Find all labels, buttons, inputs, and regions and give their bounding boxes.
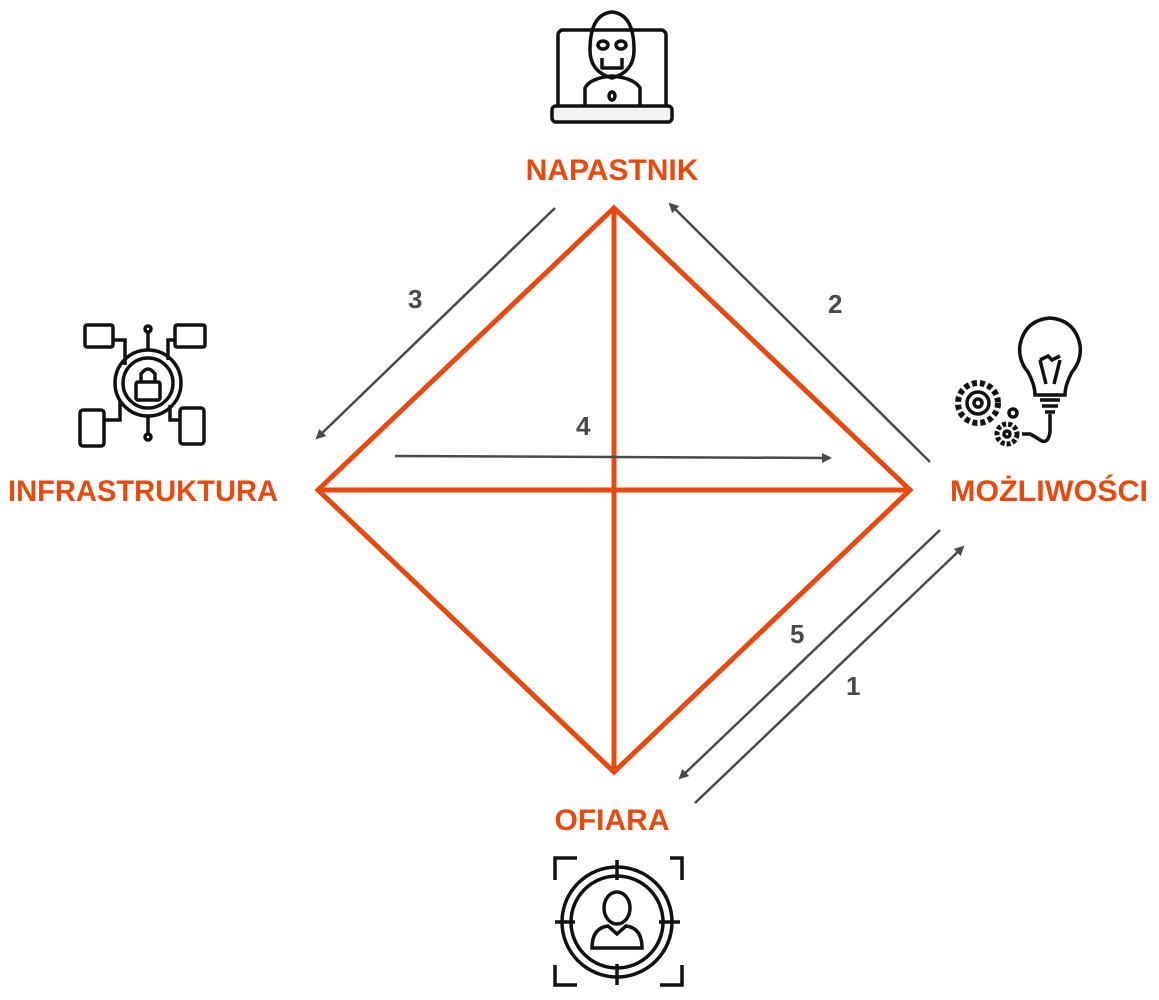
arrow-label-3: 3 — [408, 284, 422, 314]
arrow-label-5: 5 — [790, 619, 804, 649]
arrow-5 — [678, 529, 941, 780]
arrow-label-1: 1 — [846, 671, 860, 701]
label-infrastruktura: INFRASTRUKTURA — [8, 475, 278, 508]
target-person-icon — [553, 856, 684, 987]
arrow-2 — [668, 202, 931, 463]
label-mozliwosci: MOŻLIWOŚCI — [950, 474, 1148, 508]
arrow-label-2: 2 — [828, 289, 842, 319]
arrow-1 — [694, 545, 965, 804]
arrow-label-4: 4 — [576, 411, 591, 441]
lightbulb-gears-icon — [955, 316, 1083, 447]
arrow-4 — [394, 452, 832, 463]
label-napastnik: NAPASTNIK — [526, 154, 699, 187]
hacker-laptop-icon — [550, 10, 674, 124]
diamond — [314, 204, 914, 776]
network-lock-devices-icon — [78, 323, 207, 448]
arrow-3 — [315, 207, 556, 440]
label-ofiara: OFIARA — [555, 804, 670, 837]
